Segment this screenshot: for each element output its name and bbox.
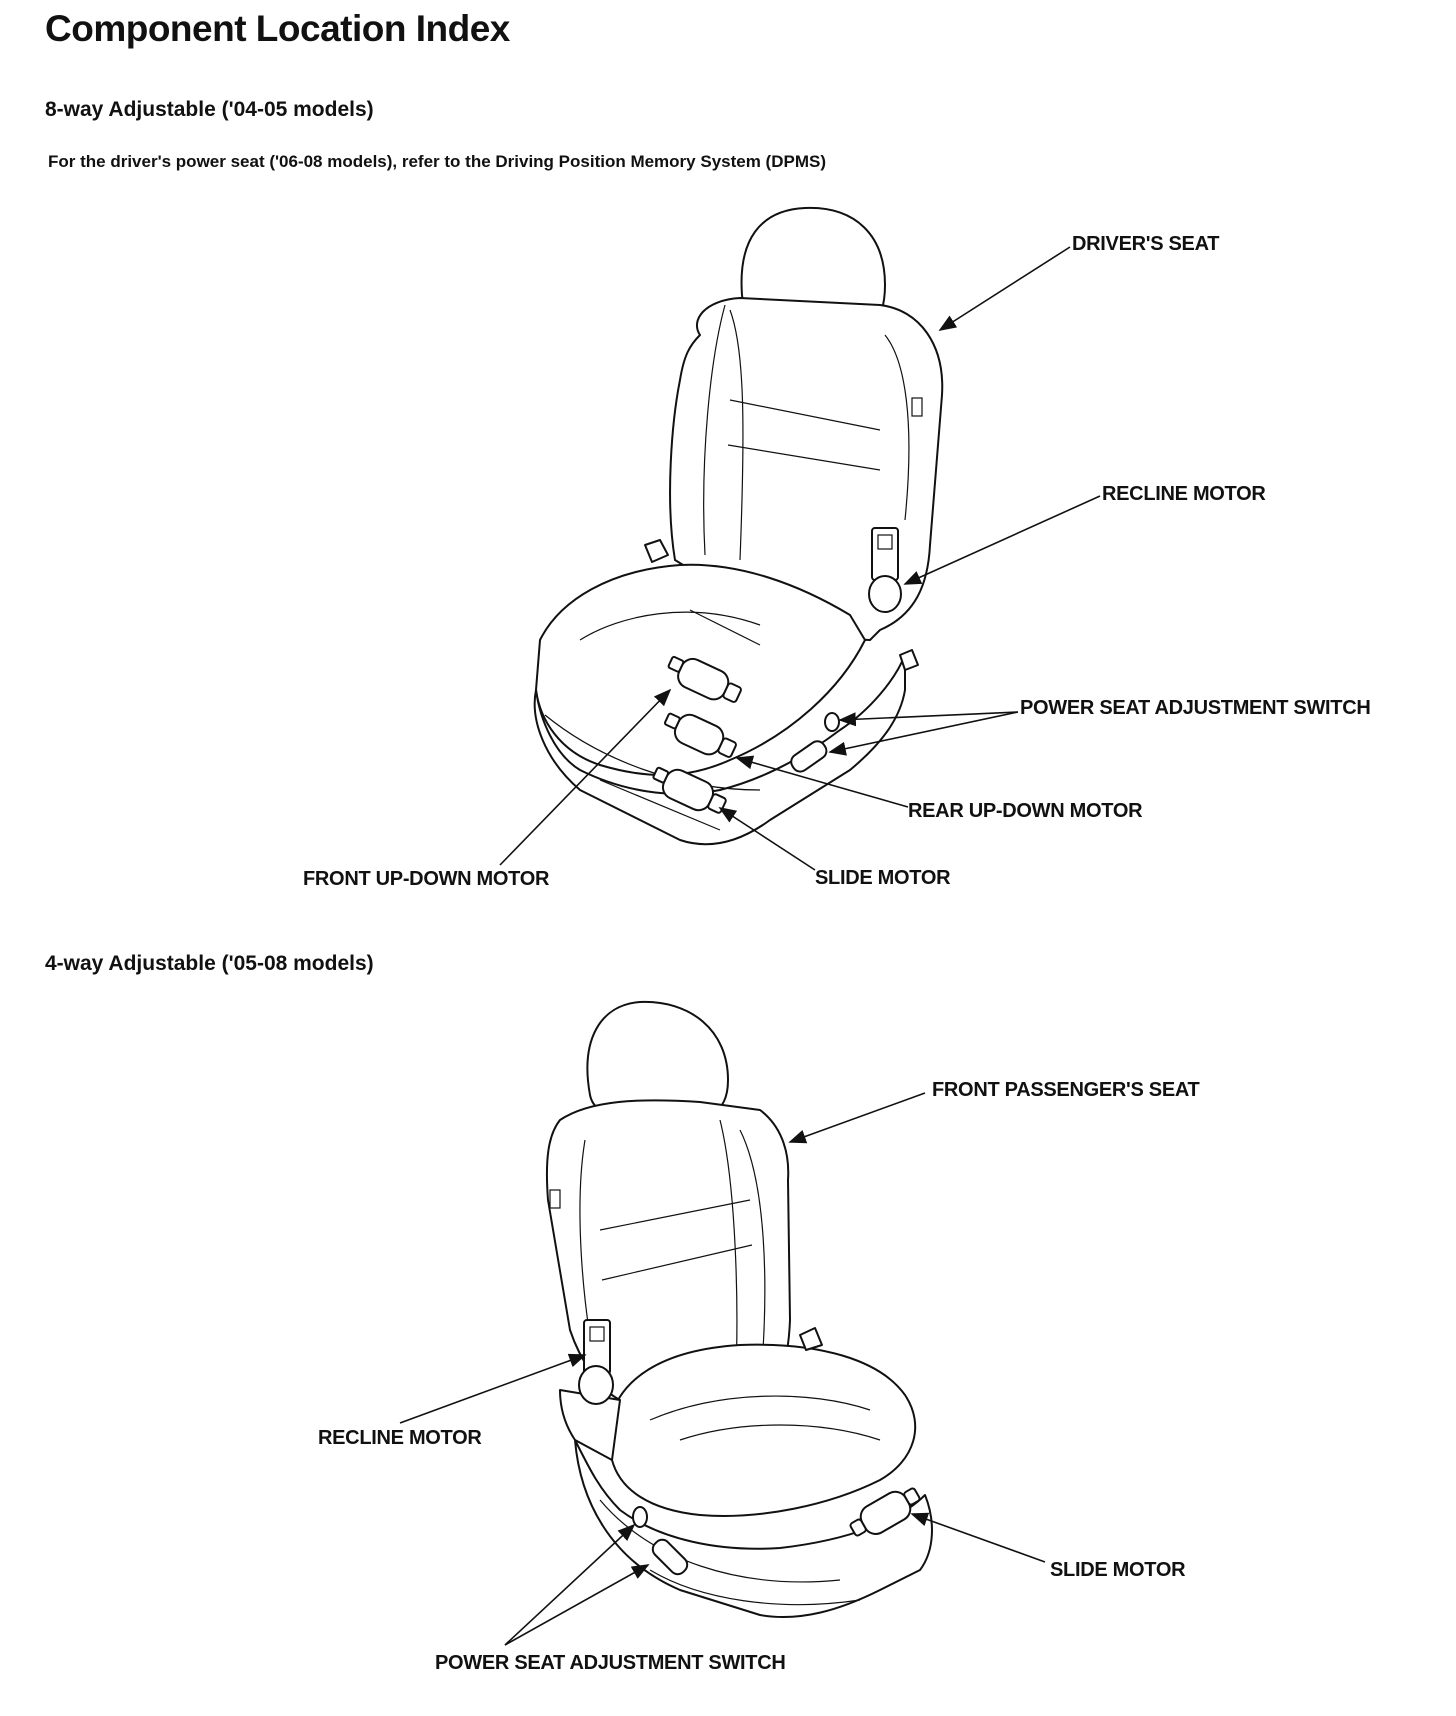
label-passenger-seat: FRONT PASSENGER'S SEAT bbox=[932, 1079, 1200, 1101]
leader-rear-up-down bbox=[735, 755, 909, 808]
label-power-seat-switch-4way: POWER SEAT ADJUSTMENT SWITCH bbox=[435, 1652, 786, 1674]
label-recline-motor-4way: RECLINE MOTOR bbox=[318, 1427, 482, 1449]
leader-drivers-seat bbox=[938, 246, 1071, 331]
label-power-seat-switch-8way: POWER SEAT ADJUSTMENT SWITCH bbox=[1020, 697, 1371, 719]
label-drivers-seat: DRIVER'S SEAT bbox=[1072, 233, 1220, 255]
page-title: Component Location Index bbox=[45, 8, 510, 49]
label-slide-motor-8way: SLIDE MOTOR bbox=[815, 867, 951, 889]
label-front-up-down-motor: FRONT UP-DOWN MOTOR bbox=[303, 868, 550, 890]
leader-front-up-down bbox=[499, 688, 672, 866]
leader-recline-motor-4way bbox=[399, 1353, 587, 1424]
leader-slide-8way bbox=[718, 807, 816, 871]
drivers-seat-illustration bbox=[533, 206, 944, 846]
leader-recline-motor-8way bbox=[903, 495, 1101, 585]
section-heading-4way: 4-way Adjustable ('05-08 models) bbox=[45, 952, 374, 975]
label-rear-up-down-motor: REAR UP-DOWN MOTOR bbox=[908, 800, 1143, 822]
leader-passenger-seat bbox=[788, 1092, 926, 1144]
leader-switch-4way-a bbox=[504, 1523, 636, 1646]
dpms-note: For the driver's power seat ('06-08 mode… bbox=[48, 152, 826, 171]
leader-slide-4way bbox=[910, 1512, 1046, 1563]
leader-switch-a bbox=[838, 711, 1019, 727]
leader-switch-4way-b bbox=[504, 1564, 650, 1646]
label-slide-motor-4way: SLIDE MOTOR bbox=[1050, 1559, 1186, 1581]
passenger-seat-illustration bbox=[545, 1000, 933, 1618]
section-heading-8way: 8-way Adjustable ('04-05 models) bbox=[45, 98, 374, 121]
label-recline-motor-8way: RECLINE MOTOR bbox=[1102, 483, 1266, 505]
leader-switch-b bbox=[828, 711, 1019, 756]
